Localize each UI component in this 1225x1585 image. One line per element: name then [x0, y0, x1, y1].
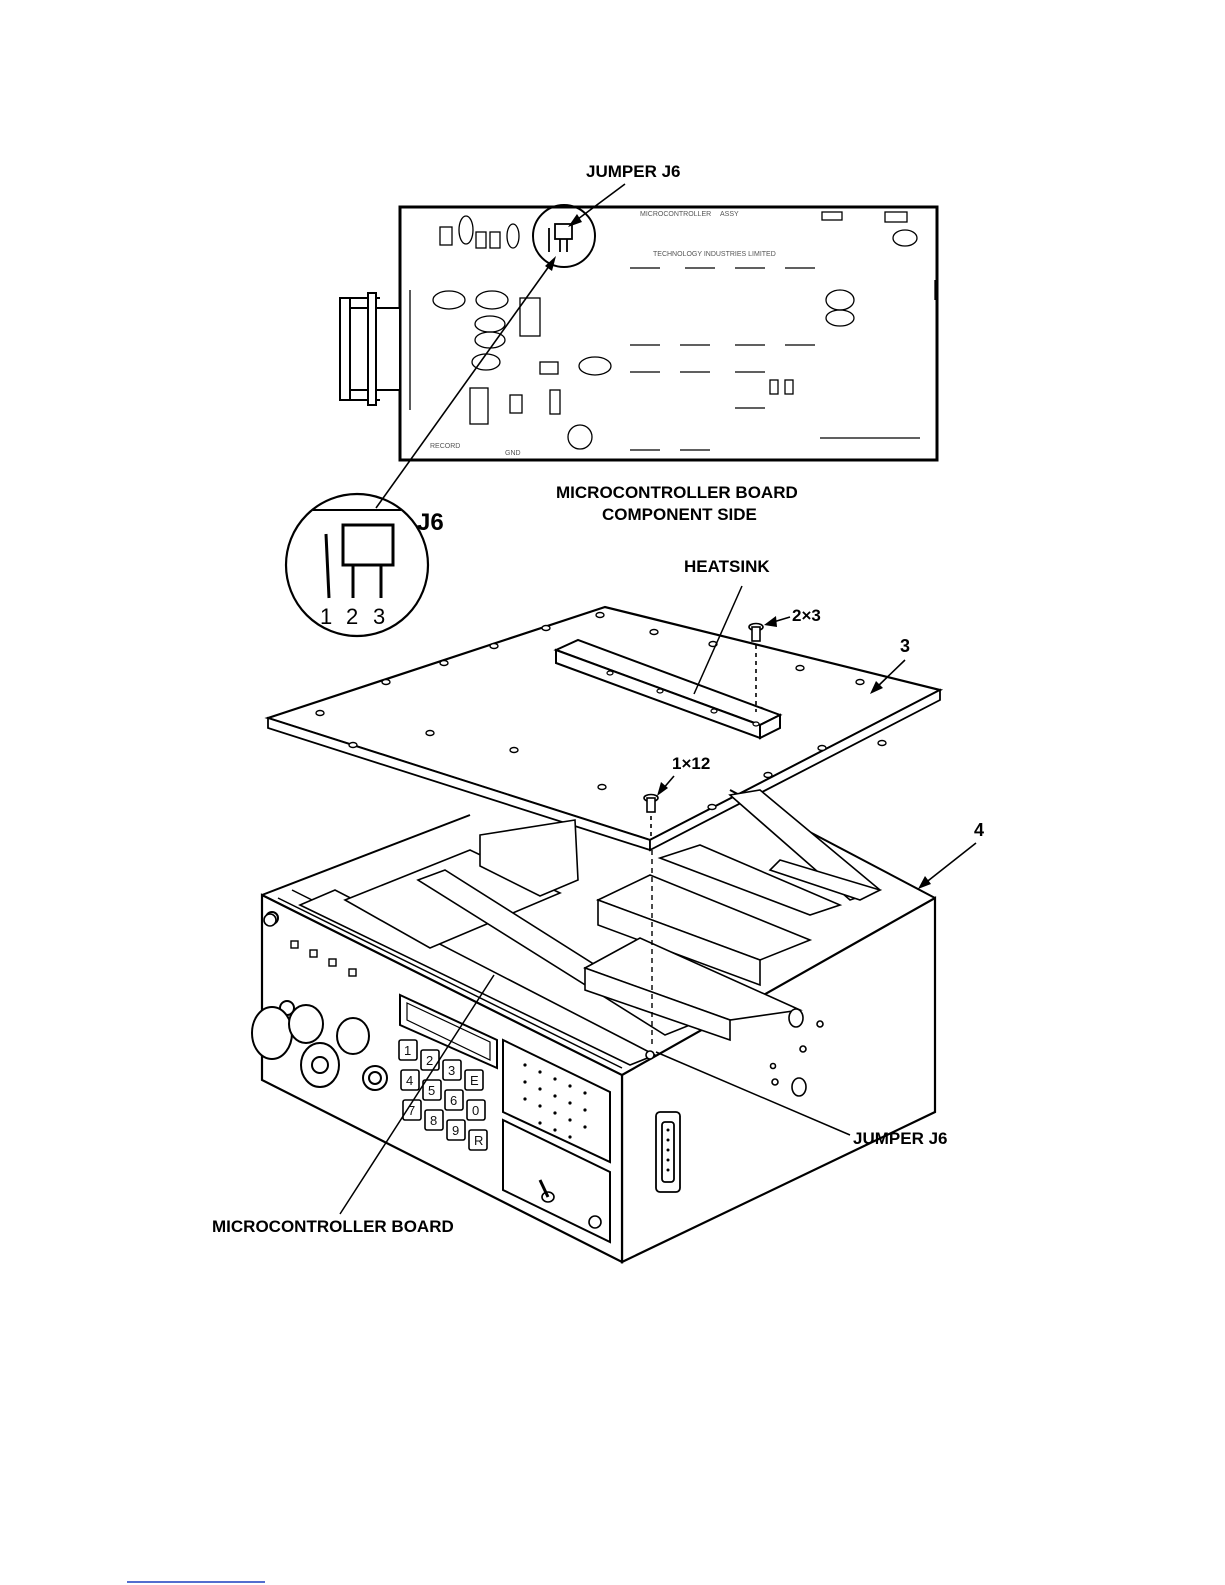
key-2: 2 — [426, 1053, 433, 1068]
pin-3-label: 3 — [373, 604, 385, 629]
svg-text:GND: GND — [505, 450, 521, 457]
heatsink-label: HEATSINK — [684, 557, 770, 576]
key-9: 9 — [452, 1123, 459, 1138]
callout-4: 4 — [974, 820, 984, 840]
svg-text:TECHNOLOGY INDUSTRIES LIMITED: TECHNOLOGY INDUSTRIES LIMITED — [653, 251, 776, 258]
svg-text:RECORD: RECORD — [430, 443, 460, 450]
edge-connector — [340, 293, 400, 405]
key-7: 7 — [408, 1103, 415, 1118]
key-0: 0 — [472, 1103, 479, 1118]
screw-1x12-label: 1×12 — [672, 754, 710, 773]
key-3: 3 — [448, 1063, 455, 1078]
key-r: R — [474, 1133, 483, 1148]
screw-2x3-label: 2×3 — [792, 606, 821, 625]
j6-detail-label: J6 — [417, 509, 444, 536]
key-1: 1 — [404, 1043, 411, 1058]
key-e: E — [470, 1073, 479, 1088]
callout-3: 3 — [900, 636, 910, 656]
screw-2x3-arrow — [764, 616, 790, 627]
pin-2-label: 2 — [346, 604, 358, 629]
key-4: 4 — [406, 1073, 413, 1088]
pin-1-label: 1 — [320, 604, 332, 629]
svg-text:MICROCONTROLLER: MICROCONTROLLER — [640, 211, 711, 218]
board-title-line2: COMPONENT SIDE — [602, 505, 757, 524]
jumper-j6-bottom-label: JUMPER J6 — [853, 1129, 947, 1148]
board-title-line1: MICROCONTROLLER BOARD — [556, 483, 798, 502]
jumper-j6-top-label: JUMPER J6 — [586, 162, 680, 181]
microcontroller-board-label: MICROCONTROLLER BOARD — [212, 1217, 454, 1236]
callout-4-arrow — [918, 843, 976, 889]
cover-plate — [268, 607, 940, 850]
db-connector — [656, 1112, 680, 1192]
key-8: 8 — [430, 1113, 437, 1128]
key-5: 5 — [428, 1083, 435, 1098]
microcontroller-board-component-side: MICROCONTROLLER ASSY TECHNOLOGY INDUSTRI… — [340, 205, 937, 460]
svg-text:ASSY: ASSY — [720, 211, 739, 218]
key-6: 6 — [450, 1093, 457, 1108]
